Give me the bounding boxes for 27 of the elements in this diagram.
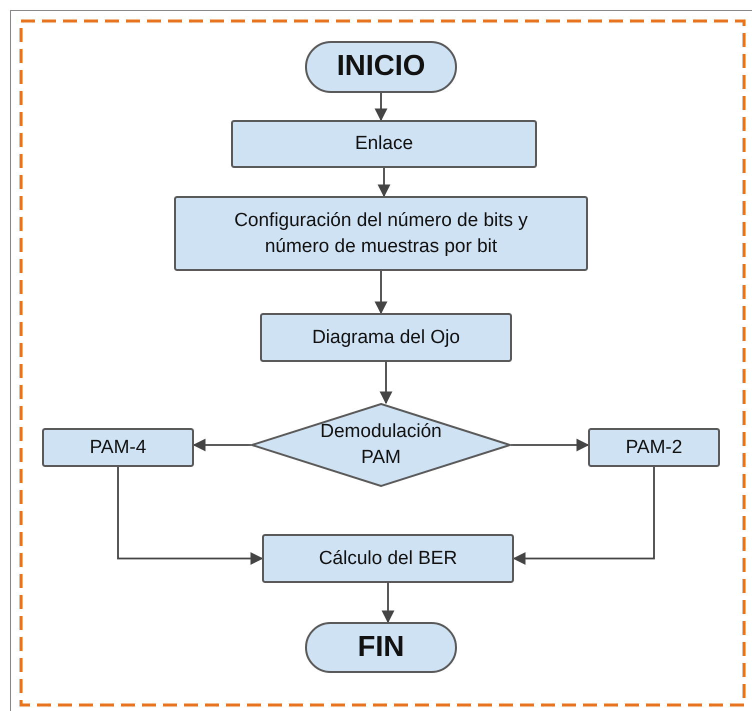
node-text: PAM-2	[626, 436, 682, 460]
node-text: INICIO	[336, 49, 426, 84]
process-box	[262, 534, 514, 583]
arrow	[192, 438, 251, 452]
node-text: Enlace	[354, 132, 414, 156]
decision-diamond	[251, 403, 511, 487]
arrow	[380, 362, 392, 404]
process-box	[174, 196, 588, 271]
node-text: Configuración del número de bits y número de muestras por bit	[233, 208, 529, 258]
node-text: Cálculo del BER	[318, 546, 458, 571]
terminal-pill	[305, 41, 457, 93]
process-box	[260, 313, 512, 362]
node-text: PAM-4	[90, 436, 146, 460]
arrow	[382, 583, 394, 624]
node-text: FIN	[358, 630, 404, 665]
process-box	[588, 428, 720, 467]
arrow	[511, 438, 590, 452]
arrow	[378, 168, 390, 198]
arrow	[512, 467, 655, 565]
node-text: Demodulación PAM	[320, 420, 442, 470]
terminal-pill	[305, 622, 457, 673]
node-text: Diagrama del Ojo	[312, 326, 460, 350]
arrow	[117, 467, 264, 565]
arrow	[374, 271, 388, 314]
process-box	[42, 428, 194, 467]
process-box	[231, 120, 537, 168]
arrow	[374, 93, 388, 122]
